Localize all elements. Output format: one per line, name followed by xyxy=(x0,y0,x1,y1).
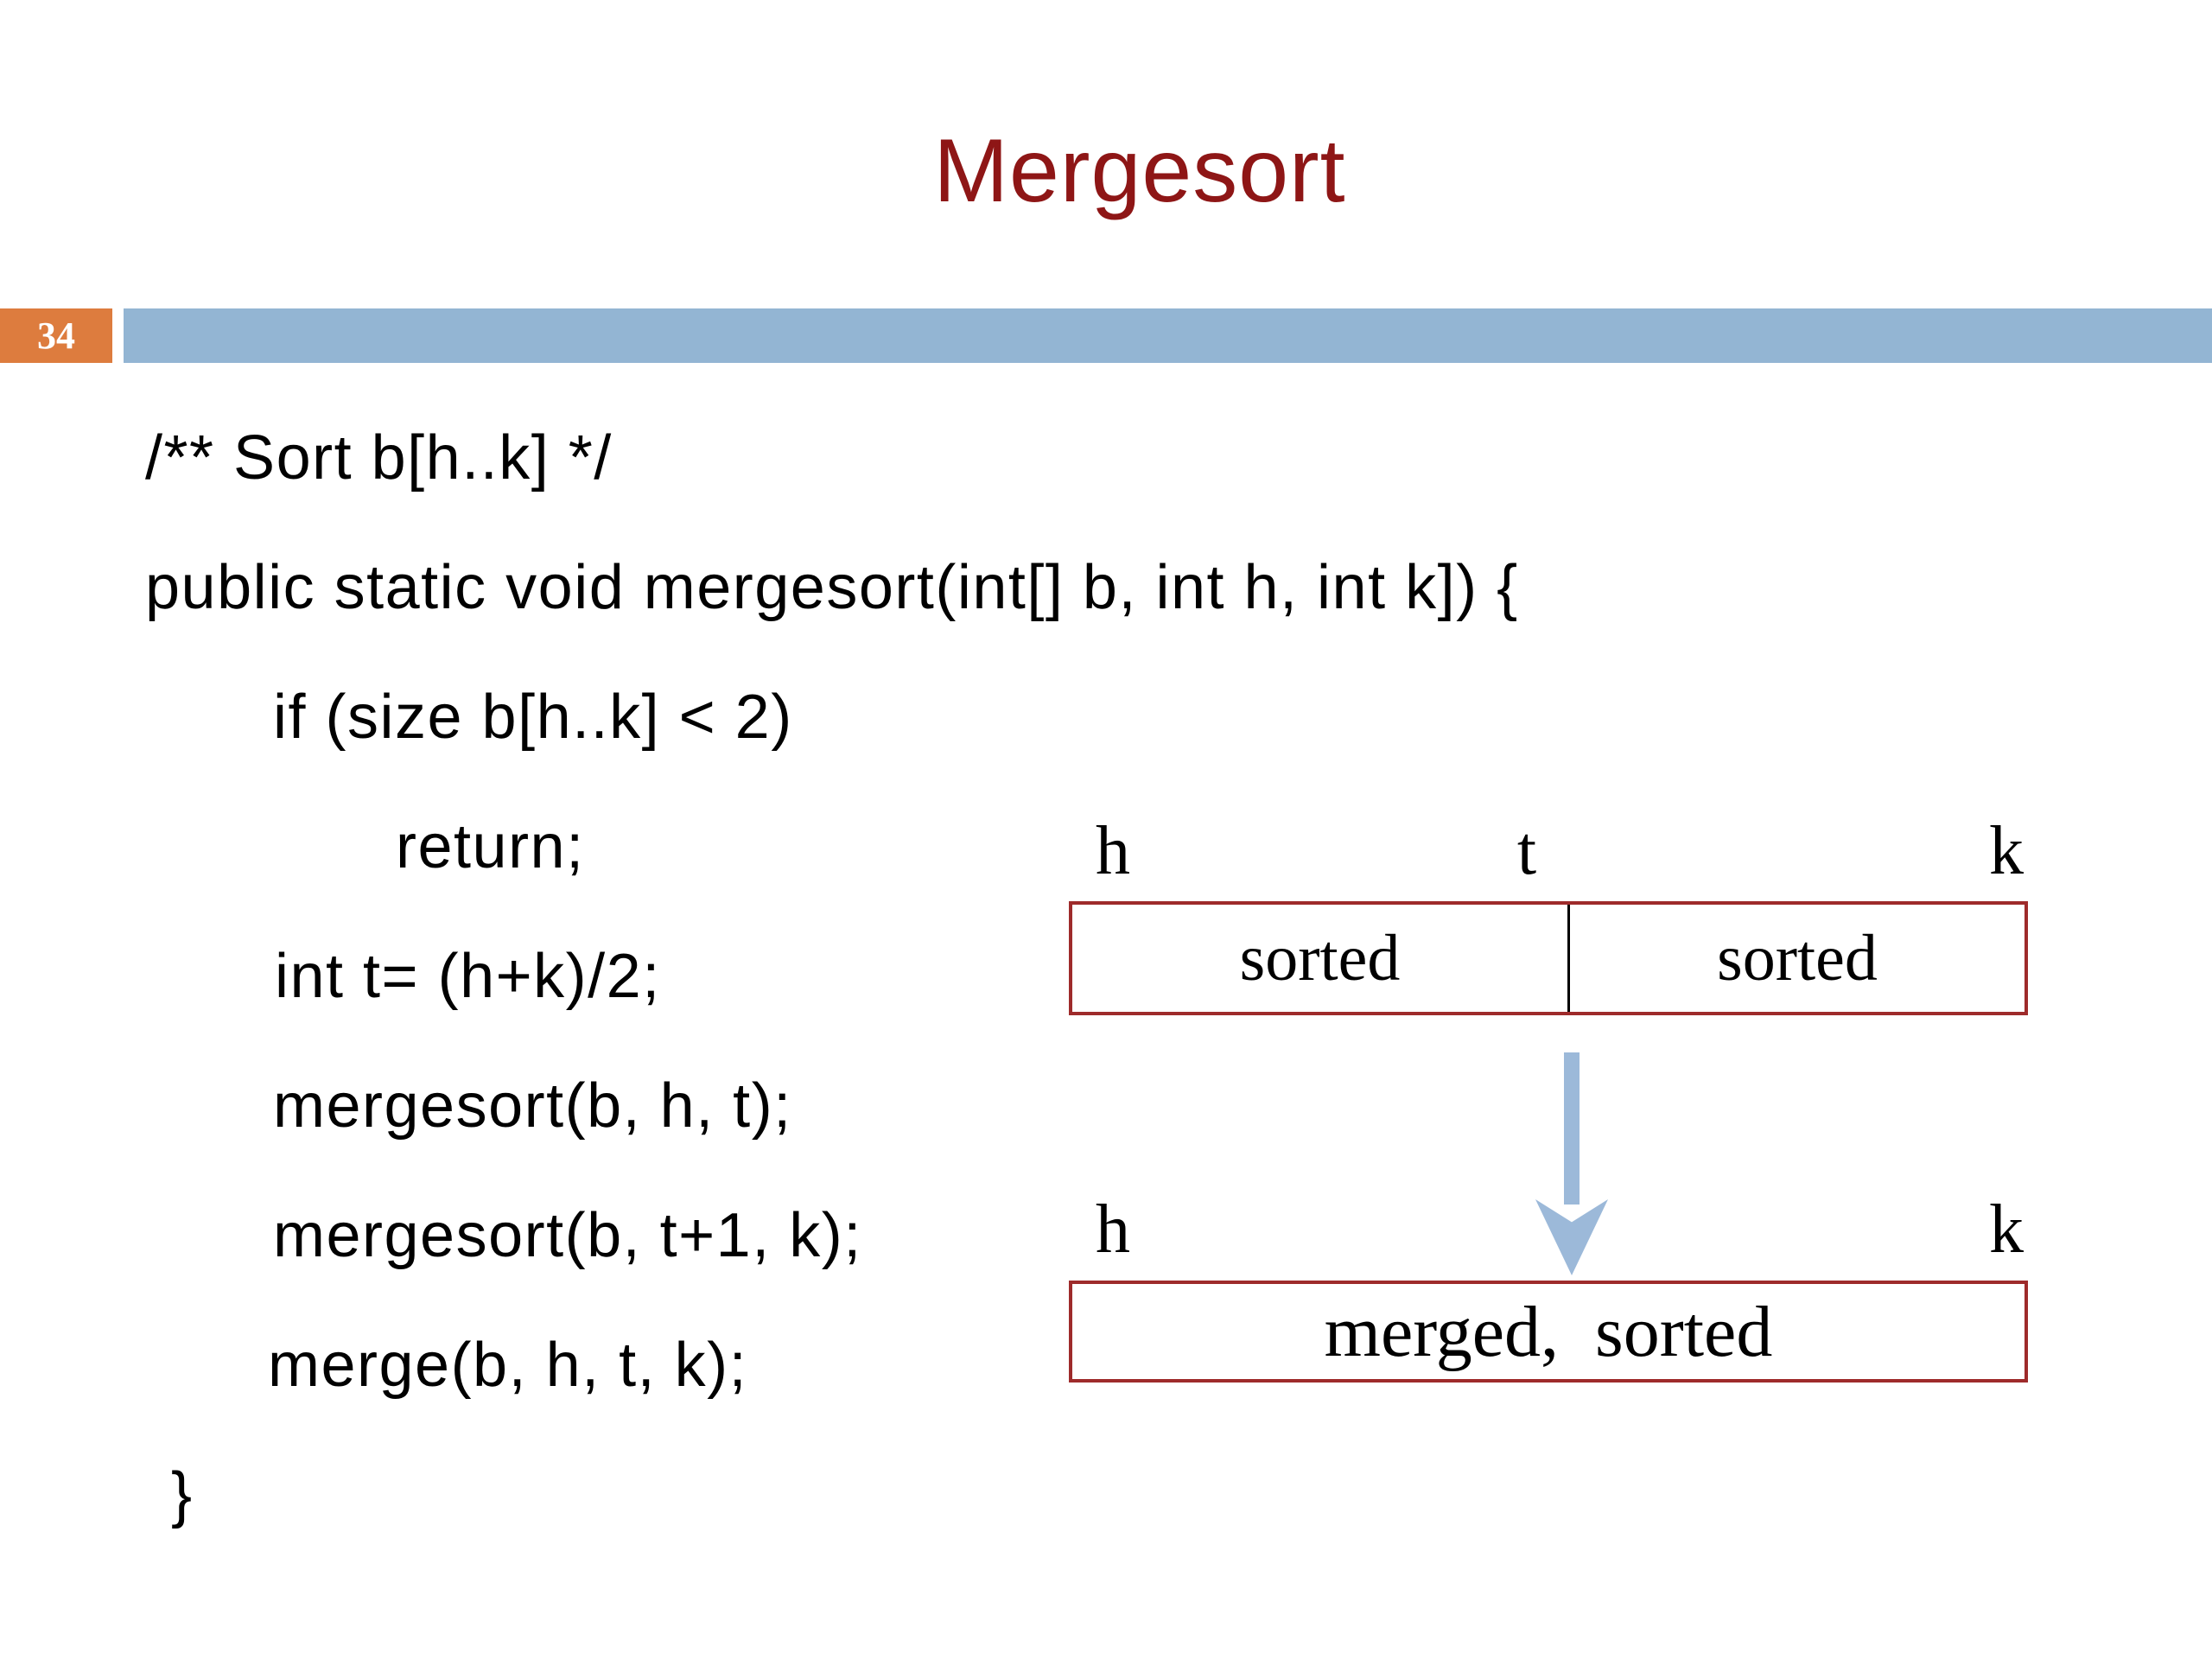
array-cell-sorted-left: sorted xyxy=(1072,905,1570,1012)
array-cell-merged: merged, sorted xyxy=(1324,1291,1773,1372)
page-number-badge: 34 xyxy=(0,308,112,363)
code-line: return; xyxy=(396,812,585,881)
code-line: } xyxy=(171,1460,194,1529)
index-label-t: t xyxy=(1516,813,1537,889)
array-box-merged: merged, sorted xyxy=(1069,1281,2028,1382)
page-number: 34 xyxy=(37,315,75,357)
code-line: mergesort(b, h, t); xyxy=(273,1071,792,1141)
array-cell-sorted-right: sorted xyxy=(1717,921,1878,995)
index-label-h2: h xyxy=(1096,1192,1130,1268)
down-arrow-head-icon xyxy=(1535,1199,1608,1275)
code-line: int t= (h+k)/2; xyxy=(275,942,661,1011)
code-block: /** Sort b[h..k] */ public static void m… xyxy=(145,393,1519,1560)
code-line: merge(b, h, t, k); xyxy=(268,1331,748,1400)
code-line: /** Sort b[h..k] */ xyxy=(145,423,613,493)
array-box-halves: sorted sorted xyxy=(1069,901,2028,1015)
code-line: if (size b[h..k] < 2) xyxy=(273,683,793,752)
page-title: Mergesort xyxy=(933,121,1346,221)
code-line: mergesort(b, t+1, k); xyxy=(273,1201,862,1270)
index-label-k: k xyxy=(1989,813,2024,889)
down-arrow-icon xyxy=(1564,1052,1580,1205)
code-line: public static void mergesort(int[] b, in… xyxy=(145,553,1519,622)
index-label-k2: k xyxy=(1989,1192,2024,1268)
header-band xyxy=(124,308,2212,363)
index-label-h: h xyxy=(1096,813,1130,889)
